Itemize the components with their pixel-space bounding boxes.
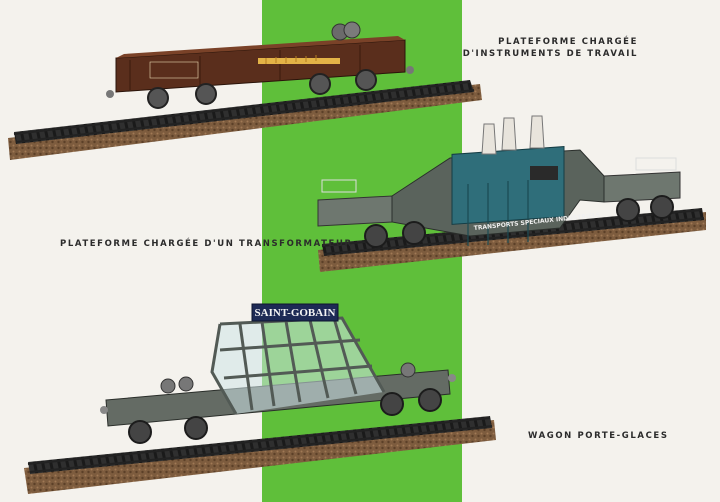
transformer-wagon: TRANSPORTS SPECIAUX INDUSTRIELS	[317, 115, 681, 248]
caption-instruments-wagon: PLATEFORME CHARGÉE D'INSTRUMENTS DE TRAV…	[463, 36, 638, 60]
caption-instruments-line2: D'INSTRUMENTS DE TRAVAIL	[462, 49, 638, 59]
caption-instruments-line1: PLATEFORME CHARGÉE	[498, 37, 638, 47]
caption-glass-wagon: WAGON PORTE-GLACES	[528, 431, 669, 441]
instruments-wagon	[106, 21, 414, 109]
caption-transformer-wagon: PLATEFORME CHARGÉE D'UN TRANSFORMATEUR	[60, 239, 353, 249]
saint-gobain-sign: SAINT-GOBAIN	[255, 307, 336, 319]
track-section-1	[8, 80, 482, 160]
track-section-3	[24, 416, 496, 494]
glass-wagon: SAINT-GOBAIN	[100, 303, 456, 444]
